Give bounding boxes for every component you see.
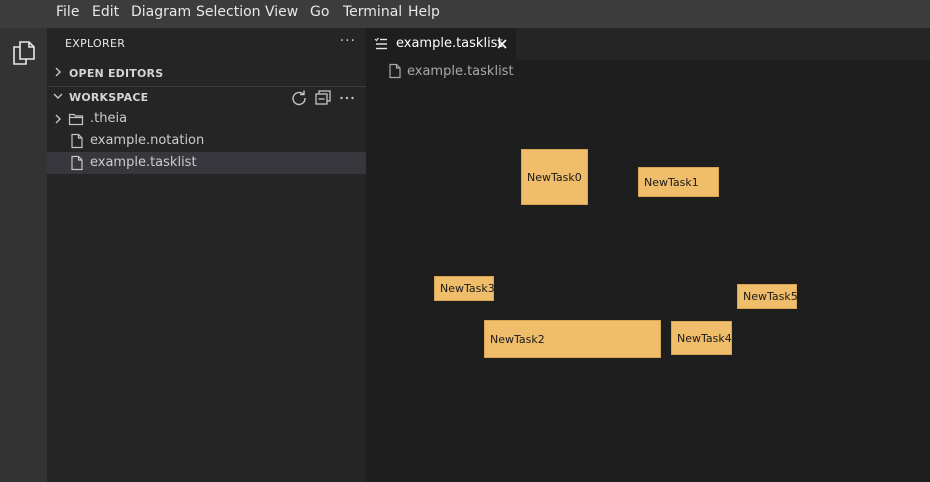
- tree-item-label: example.tasklist: [90, 155, 197, 170]
- tree-item-label: .theia: [90, 111, 128, 126]
- tree-item-example-tasklist[interactable]: example.tasklist: [47, 152, 366, 174]
- menu-diagram[interactable]: Diagram: [131, 4, 192, 20]
- diagram-canvas[interactable]: NewTask0 NewTask1 NewTask2 NewTask3 NewT…: [366, 84, 930, 482]
- section-divider: [47, 86, 366, 87]
- task-node[interactable]: NewTask0: [521, 149, 588, 205]
- chevron-right-icon: [55, 114, 61, 124]
- task-label: NewTask3: [440, 282, 495, 295]
- menu-go[interactable]: Go: [310, 4, 330, 20]
- explorer-sidebar: EXPLORER ··· OPEN EDITORS WORKSPACE: [47, 28, 366, 482]
- task-label: NewTask5: [743, 290, 798, 303]
- task-node[interactable]: NewTask3: [434, 276, 495, 301]
- task-node[interactable]: NewTask5: [737, 284, 798, 309]
- close-icon[interactable]: [496, 38, 508, 50]
- open-editors-label: OPEN EDITORS: [69, 67, 164, 80]
- task-label: NewTask2: [490, 332, 545, 346]
- menu-edit[interactable]: Edit: [92, 4, 120, 20]
- menu-file[interactable]: File: [56, 4, 80, 20]
- file-icon: [389, 63, 401, 79]
- file-icon: [71, 155, 83, 171]
- task-label: NewTask4: [677, 331, 732, 345]
- task-label: NewTask1: [644, 175, 699, 189]
- open-editors-header[interactable]: OPEN EDITORS: [47, 62, 366, 84]
- menu-terminal[interactable]: Terminal: [343, 4, 403, 20]
- more-actions-icon[interactable]: ···: [339, 33, 356, 49]
- tree-item-label: example.notation: [90, 133, 205, 148]
- menu-view[interactable]: View: [265, 4, 299, 20]
- sidebar-title: EXPLORER: [65, 37, 126, 50]
- breadcrumb: example.tasklist: [366, 60, 930, 84]
- tab-label: example.tasklist: [396, 36, 503, 51]
- menubar: File Edit Diagram Selection View Go Term…: [0, 0, 930, 28]
- breadcrumb-file-label[interactable]: example.tasklist: [407, 64, 514, 79]
- tab-example-tasklist[interactable]: example.tasklist: [366, 28, 516, 60]
- task-label: NewTask0: [527, 170, 582, 184]
- folder-icon: [68, 113, 84, 126]
- menu-help[interactable]: Help: [408, 4, 440, 20]
- task-node[interactable]: NewTask1: [638, 167, 719, 197]
- collapse-all-icon[interactable]: [314, 89, 332, 107]
- task-node[interactable]: NewTask4: [671, 321, 732, 355]
- workspace-label: WORKSPACE: [69, 91, 149, 104]
- chevron-down-icon: [53, 93, 63, 99]
- file-icon: [71, 133, 83, 149]
- tasklist-icon: [374, 37, 387, 50]
- editor-tab-bar: example.tasklist: [366, 28, 930, 60]
- workspace-header[interactable]: WORKSPACE: [47, 86, 366, 108]
- refresh-icon[interactable]: [290, 89, 308, 107]
- activity-bar: [0, 28, 47, 482]
- menu-selection[interactable]: Selection: [196, 4, 261, 20]
- task-node[interactable]: NewTask2: [484, 320, 661, 358]
- chevron-right-icon: [55, 67, 61, 77]
- explorer-icon[interactable]: [11, 40, 37, 66]
- tree-item-example-notation[interactable]: example.notation: [47, 130, 366, 152]
- tree-item-theia-folder[interactable]: .theia: [47, 108, 366, 130]
- more-actions-icon[interactable]: [338, 89, 356, 107]
